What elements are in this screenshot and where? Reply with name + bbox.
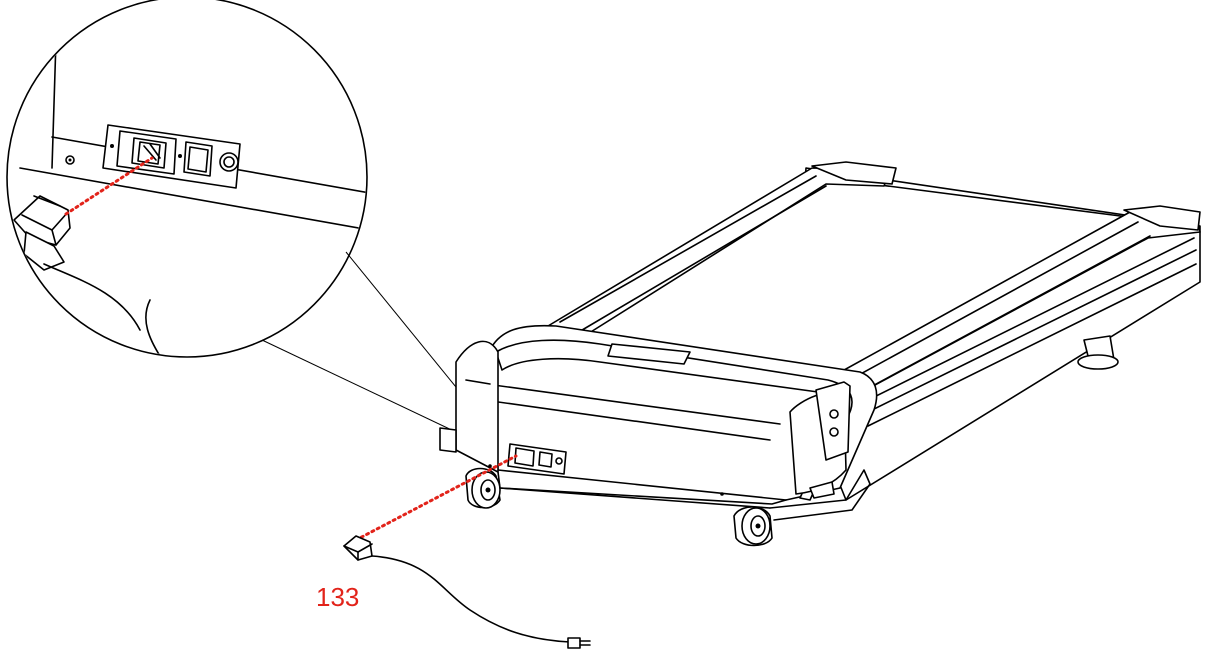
treadmill-base (439, 161, 1201, 547)
plug-detail (13, 195, 161, 356)
power-cord (343, 454, 591, 649)
front-wheel-right (733, 506, 773, 547)
power-inlet (507, 443, 567, 475)
power-cord-plug (343, 535, 373, 561)
part-number-label: 133 (316, 582, 360, 612)
power-inlet-detail (102, 124, 241, 189)
detail-magnifier (6, 0, 368, 358)
wall-plug (567, 637, 591, 649)
